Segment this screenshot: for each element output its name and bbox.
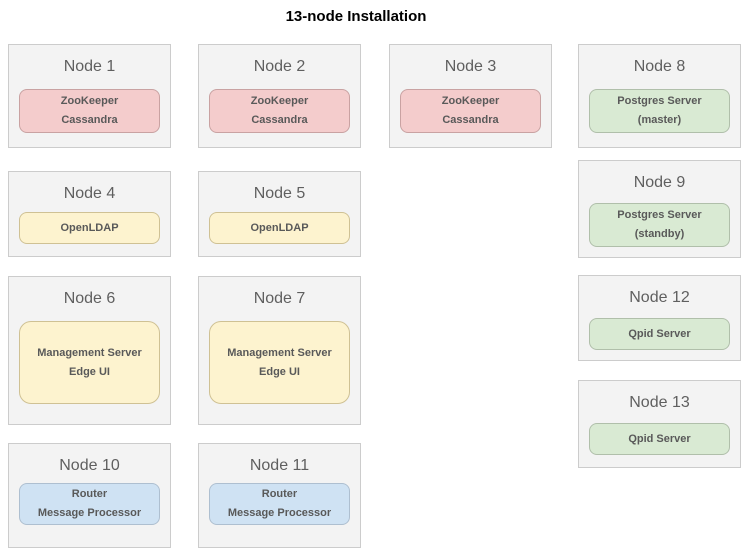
node-title: Node 13 [629,394,690,411]
component-label: OpenLDAP [250,221,309,234]
node-10: Node 10 Router Message Processor [8,443,171,548]
node-title: Node 9 [633,174,686,191]
page-title: 13-node Installation [285,8,427,25]
component-label: Qpid Server [628,432,691,445]
node-1: Node 1 ZooKeeper Cassandra [8,44,171,148]
node-5: Node 5 OpenLDAP [198,171,361,257]
component-label: (master) [637,114,682,126]
component-label: ZooKeeper [441,95,500,107]
component-label: Qpid Server [628,327,691,340]
node-7: Node 7 Management Server Edge UI [198,276,361,425]
component-qpid-server: Qpid Server [589,423,730,455]
component-label: Postgres Server [617,95,702,107]
component-label: Cassandra [251,114,308,126]
component-zookeeper-cassandra: ZooKeeper Cassandra [19,89,160,133]
node-8: Node 8 Postgres Server (master) [578,44,741,148]
node-3: Node 3 ZooKeeper Cassandra [389,44,552,148]
node-title: Node 5 [253,185,306,202]
component-management-server-edge-ui: Management Server Edge UI [19,321,160,404]
node-title: Node 3 [444,58,497,75]
node-11: Node 11 Router Message Processor [198,443,361,548]
node-title: Node 4 [63,185,116,202]
node-title: Node 8 [633,58,686,75]
node-2: Node 2 ZooKeeper Cassandra [198,44,361,148]
component-postgres-master: Postgres Server (master) [589,89,730,133]
node-title: Node 12 [629,289,690,306]
component-label: Postgres Server [617,209,702,221]
component-label: Message Processor [227,507,332,519]
node-title: Node 11 [249,457,310,474]
component-router-message-processor: Router Message Processor [209,483,350,525]
node-13: Node 13 Qpid Server [578,380,741,468]
component-label: ZooKeeper [250,95,309,107]
component-zookeeper-cassandra: ZooKeeper Cassandra [209,89,350,133]
component-router-message-processor: Router Message Processor [19,483,160,525]
component-management-server-edge-ui: Management Server Edge UI [209,321,350,404]
node-12: Node 12 Qpid Server [578,275,741,361]
node-title: Node 10 [59,457,120,474]
component-label: Router [71,488,108,500]
component-label: ZooKeeper [60,95,119,107]
node-title: Node 7 [253,290,306,307]
component-label: Router [261,488,298,500]
component-postgres-standby: Postgres Server (standby) [589,203,730,247]
node-9: Node 9 Postgres Server (standby) [578,160,741,258]
node-title: Node 6 [63,290,116,307]
component-label: OpenLDAP [60,221,119,234]
component-label: Message Processor [37,507,142,519]
component-label: Cassandra [442,114,499,126]
component-zookeeper-cassandra: ZooKeeper Cassandra [400,89,541,133]
component-qpid-server: Qpid Server [589,318,730,350]
component-label: Edge UI [259,365,300,378]
node-6: Node 6 Management Server Edge UI [8,276,171,425]
component-label: Management Server [37,346,142,359]
node-title: Node 1 [63,58,116,75]
component-openldap: OpenLDAP [209,212,350,244]
component-label: Management Server [227,346,332,359]
node-title: Node 2 [253,58,306,75]
component-label: (standby) [634,228,685,240]
component-label: Cassandra [61,114,118,126]
component-label: Edge UI [69,365,110,378]
node-4: Node 4 OpenLDAP [8,171,171,257]
component-openldap: OpenLDAP [19,212,160,244]
